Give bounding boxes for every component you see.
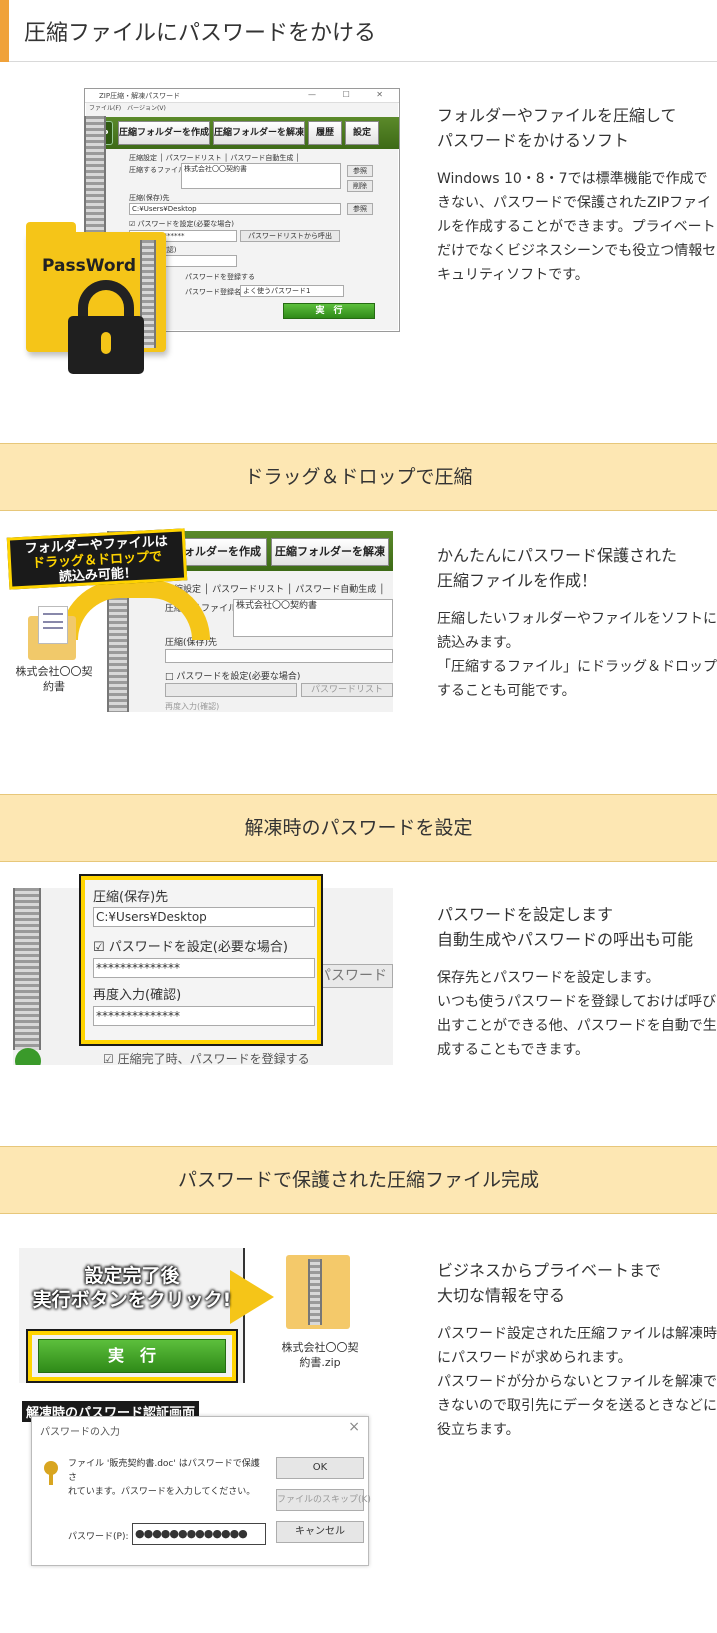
section2-heading: かんたんにパスワード保護された 圧縮ファイルを作成！ — [437, 546, 678, 590]
dialog-password-input[interactable]: ●●●●●●●●●●●●● — [132, 1523, 266, 1545]
section4-heading: ビジネスからプライベートまで 大切な情報を守る — [437, 1261, 662, 1305]
create-compressed-folder-button[interactable]: 圧縮フォルダーを作成 — [118, 121, 210, 145]
section4-body: パスワード設定された圧縮ファイルは解凍時にパスワードが求められます。 パスワード… — [437, 1326, 717, 1438]
shot3-zipper — [13, 888, 41, 1050]
settings-button[interactable]: 設定 — [345, 121, 379, 145]
file-list-field[interactable]: 株式会社〇〇契約書 — [181, 163, 341, 189]
highlight-box: 圧縮(保存)先 C:¥Users¥Desktop ☑ パスワードを設定(必要な場… — [79, 874, 323, 1046]
shot3-password-checkbox[interactable]: ☑ パスワードを設定(必要な場合) — [93, 940, 288, 955]
folder-zipper — [140, 240, 156, 348]
window-title: ZIP圧縮・解凍パスワード — [85, 89, 399, 103]
shot3-bottom-checkbox[interactable]: ☑ 圧縮完了時、パスワードを登録する — [103, 1052, 310, 1065]
extract-compressed-folder-button[interactable]: 圧縮フォルダーを解凍 — [213, 121, 305, 145]
section3-description: パスワードを設定します 自動生成やパスワードの呼出も可能 保存先とパスワードを設… — [437, 902, 717, 1062]
shot2-password-list-button[interactable]: パスワードリスト — [301, 683, 393, 697]
section3-banner-title: 解凍時のパスワードを設定 — [244, 817, 473, 839]
key-icon — [44, 1461, 58, 1475]
password-checkbox[interactable]: ☑ パスワードを設定(必要な場合) — [129, 220, 234, 228]
shot2-save-label: 圧縮(保存)先 — [165, 638, 218, 648]
contract-file-label: 株式会社〇〇契 約書 — [15, 665, 93, 693]
shot3-reenter-label: 再度入力(確認) — [93, 988, 182, 1003]
section1-body: Windows 10・8・7では標準機能で作成できない、パスワードで保護されたZ… — [437, 171, 717, 283]
dialog-skip-button[interactable]: ファイルのスキップ(K) — [276, 1489, 371, 1511]
register-name-label: パスワード登録名 — [185, 288, 241, 296]
delete-file-button[interactable]: 削除 — [347, 180, 373, 192]
save-location-label: 圧縮(保存)先 — [129, 194, 170, 202]
lock-icon — [26, 232, 166, 382]
settings-tabs[interactable]: 圧縮設定 │ パスワードリスト │ パスワード自動生成 │ — [129, 154, 300, 162]
shot3-side-password-button[interactable]: パスワード — [311, 964, 393, 988]
browse-save-button[interactable]: 参照 — [347, 203, 373, 215]
section3-banner: 解凍時のパスワードを設定 — [0, 794, 717, 862]
shot3-password-field[interactable]: ************** — [93, 958, 315, 978]
window-toolbar: ZIP 圧縮フォルダーを作成 圧縮フォルダーを解凍 履歴 設定 — [85, 117, 399, 149]
callout4-line-1: 設定完了後 — [84, 1265, 180, 1287]
page-title: 圧縮ファイルにパスワードをかける — [24, 21, 377, 46]
run-button-large[interactable]: 実 行 — [38, 1339, 226, 1373]
page-header: 圧縮ファイルにパスワードをかける — [0, 0, 717, 62]
shot2-password-field[interactable] — [165, 683, 297, 697]
dialog-message: ファイル '販売契約書.doc' はパスワードで保護さ れています。パスワードを… — [68, 1459, 260, 1497]
key-icon-stem — [49, 1473, 53, 1485]
section4-description: ビジネスからプライベートまで 大切な情報を守る パスワード設定された圧縮ファイル… — [437, 1258, 717, 1442]
drag-drop-callout: フォルダーやファイルは ドラッグ＆ドロップで 読込み可能！ — [6, 528, 188, 590]
section1-description: フォルダーやファイルを圧縮して パスワードをかけるソフト Windows 10・… — [437, 103, 717, 287]
run-button[interactable]: 実 行 — [283, 303, 375, 319]
window-menubar: ファイル(F) バージョン(V) — [89, 105, 166, 112]
history-button[interactable]: 履歴 — [308, 121, 342, 145]
password-dialog: パスワードの入力 × ファイル '販売契約書.doc' はパスワードで保護さ れ… — [31, 1416, 371, 1566]
section2-body: 圧縮したいフォルダーやファイルをソフトに読込みます。 「圧縮するファイル」にドラ… — [437, 611, 717, 699]
shot2-file-field[interactable]: 株式会社〇〇契約書 — [233, 599, 393, 637]
app-window-screenshot: ZIP圧縮・解凍パスワード — ☐ ✕ ファイル(F) バージョン(V) ZIP… — [84, 88, 400, 332]
dialog-title: パスワードの入力 — [40, 1427, 120, 1438]
shot3-save-field[interactable]: C:¥Users¥Desktop — [93, 907, 315, 927]
shot3-reenter-field[interactable]: ************** — [93, 1006, 315, 1026]
shot2-save-field[interactable] — [165, 649, 393, 663]
password-folder-label: PassWord — [42, 256, 137, 276]
section2-banner: ドラッグ＆ドロップで圧縮 — [0, 443, 717, 511]
file-label: 圧縮するファイル — [129, 166, 185, 174]
header-accent-bar — [0, 0, 9, 62]
zip-file-label: 株式会社〇〇契 約書.zip — [281, 1341, 359, 1369]
section3-body: 保存先とパスワードを設定します。 いつも使うパスワードを登録しておけば呼び出すこ… — [437, 970, 717, 1058]
section4-banner-title: パスワードで保護された圧縮ファイル完成 — [177, 1169, 539, 1191]
shot3-green-circle-icon — [15, 1048, 41, 1065]
callout4-line-2: 実行ボタンをクリック! — [32, 1289, 232, 1311]
section1-heading: フォルダーやファイルを圧縮して パスワードをかけるソフト — [437, 106, 677, 150]
zip-folder-icon — [286, 1255, 350, 1329]
register-name-field[interactable]: よく使うパスワード1 — [240, 285, 344, 297]
dialog-cancel-button[interactable]: キャンセル — [276, 1521, 364, 1543]
click-run-callout: 設定完了後 実行ボタンをクリック! — [16, 1262, 248, 1318]
section4-banner: パスワードで保護された圧縮ファイル完成 — [0, 1146, 717, 1214]
shot3-save-label: 圧縮(保存)先 — [93, 890, 169, 905]
save-location-field[interactable]: C:¥Users¥Desktop — [129, 203, 341, 215]
shot2-reenter-label: 再度入力(確認) — [165, 702, 220, 711]
extract-folder-button-partial[interactable]: 圧縮フォルダーを解凍 — [271, 538, 389, 566]
dialog-ok-button[interactable]: OK — [276, 1457, 364, 1479]
section3-heading: パスワードを設定します 自動生成やパスワードの呼出も可能 — [437, 905, 694, 949]
dialog-close-button[interactable]: × — [348, 1419, 360, 1435]
shot2-tabs[interactable]: 圧縮設定 │ パスワードリスト │ パスワード自動生成 │ — [165, 585, 385, 595]
section2-banner-title: ドラッグ＆ドロップで圧縮 — [244, 466, 473, 488]
shot2-password-checkbox[interactable]: □ パスワードを設定(必要な場合) — [165, 672, 301, 682]
contract-document-icon — [38, 606, 68, 644]
dialog-password-label: パスワード(P): — [68, 1532, 129, 1542]
window-controls: — ☐ ✕ — [308, 90, 395, 99]
section2-description: かんたんにパスワード保護された 圧縮ファイルを作成！ 圧縮したいフォルダーやファ… — [437, 543, 717, 703]
click-arrow — [230, 1270, 276, 1324]
register-password-checkbox[interactable]: パスワードを登録する — [185, 273, 255, 281]
zipper-graphic — [84, 116, 106, 266]
password-list-button[interactable]: パスワードリストから呼出 — [240, 230, 340, 242]
browse-file-button[interactable]: 参照 — [347, 165, 373, 177]
